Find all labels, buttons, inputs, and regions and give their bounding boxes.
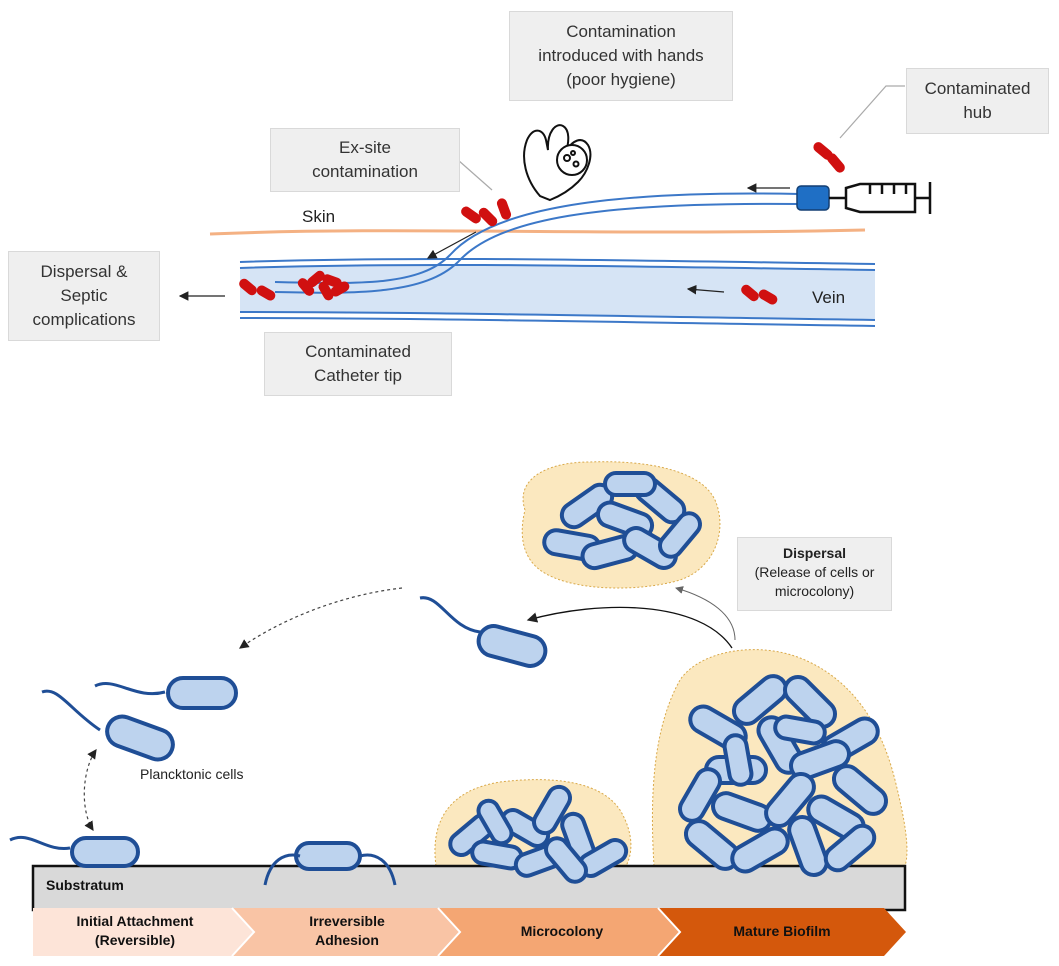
bacterial-cell — [476, 624, 548, 668]
hands-label-line1: Contamination — [566, 22, 676, 41]
bacterial-cell — [532, 784, 572, 836]
hand-germ-icon — [523, 124, 592, 202]
tip-label-line2: Catheter tip — [314, 366, 402, 385]
planktonic-cells-label: Plancktonic cells — [140, 766, 244, 782]
stage-2-line2: Adhesion — [315, 932, 379, 948]
bacterial-cell — [70, 836, 140, 868]
bacterial-cell — [782, 674, 838, 730]
dispersal-septic-line2: Septic — [60, 286, 108, 305]
tip-label-line1: Contaminated — [305, 342, 411, 361]
bacterial-cell — [722, 733, 754, 787]
bacterial-cell — [105, 714, 175, 762]
flow-arrows-top — [178, 183, 790, 301]
dispersal-label: Dispersal (Release of cells or microcolo… — [737, 537, 892, 611]
stage-1-line1: Initial Attachment — [76, 913, 194, 929]
bacterial-cell — [789, 739, 851, 781]
hub-callout-line — [457, 85, 905, 191]
exsite-label-line2: contamination — [312, 162, 418, 181]
skin-label: Skin — [302, 207, 336, 226]
bacterial-cell — [294, 841, 362, 871]
bacteria-icon — [239, 142, 845, 305]
bacterial-cell — [622, 526, 678, 570]
dispersal-title: Dispersal — [782, 545, 847, 561]
bacterial-cell — [730, 826, 790, 874]
syringe-icon — [829, 182, 932, 214]
stage-3-line1: Microcolony — [520, 923, 604, 939]
bacterial-cell — [787, 815, 829, 877]
hands-label-line2: introduced with hands — [538, 46, 704, 65]
bacterial-cell — [166, 676, 238, 710]
dispersal-line1: (Release of cells or — [754, 564, 875, 580]
stage-mature-biofilm: Mature Biofilm — [688, 922, 876, 941]
stage-microcolony: Microcolony — [468, 922, 656, 941]
bacterial-cell — [678, 767, 722, 823]
dispersal-line2: microcolony) — [774, 583, 855, 599]
stage-1-line2: (Reversible) — [94, 932, 176, 948]
catheter — [274, 192, 801, 294]
bacterial-cell — [658, 511, 702, 559]
bacterial-cell — [773, 714, 827, 746]
catheter-tip-label: Contaminated Catheter tip — [264, 332, 452, 396]
flow-arrows-bottom — [83, 586, 736, 832]
stage-initial-attachment: Initial Attachment (Reversible) — [40, 912, 230, 950]
dispersal-septic-line1: Dispersal & — [40, 262, 128, 281]
stage-irreversible-adhesion: Irreversible Adhesion — [262, 912, 432, 950]
bacterial-cell — [823, 823, 877, 873]
hands-contamination-label: Contamination introduced with hands (poo… — [509, 11, 733, 101]
stage-2-line1: Irreversible — [309, 913, 385, 929]
hub-label: Contaminated hub — [906, 68, 1049, 134]
bacterial-cell — [764, 771, 816, 829]
hands-label-line3: (poor hygiene) — [566, 70, 676, 89]
substratum — [31, 864, 907, 912]
skin-line — [209, 228, 866, 236]
flagella — [9, 596, 481, 886]
bacterial-cell — [603, 471, 657, 497]
hub-label-line2: hub — [963, 103, 992, 122]
catheter-hub-icon — [796, 185, 830, 211]
bacterial-cell — [476, 798, 514, 846]
exsite-label: Ex-site contamination — [270, 128, 460, 192]
vein-label: Vein — [812, 288, 846, 307]
hub-label-line1: Contaminated — [924, 79, 1031, 98]
bacterial-cell — [831, 764, 889, 816]
stage-arrows — [33, 907, 906, 957]
bacterial-cell — [731, 674, 789, 726]
dispersal-septic-line3: complications — [32, 310, 136, 329]
substratum-label: Substratum — [46, 877, 124, 893]
bacterial-cells — [70, 471, 889, 884]
bacterial-cell — [544, 836, 588, 884]
dispersal-septic-label: Dispersal & Septic complications — [8, 251, 160, 341]
stage-4-line1: Mature Biofilm — [733, 923, 831, 939]
exsite-label-line1: Ex-site — [339, 138, 391, 157]
